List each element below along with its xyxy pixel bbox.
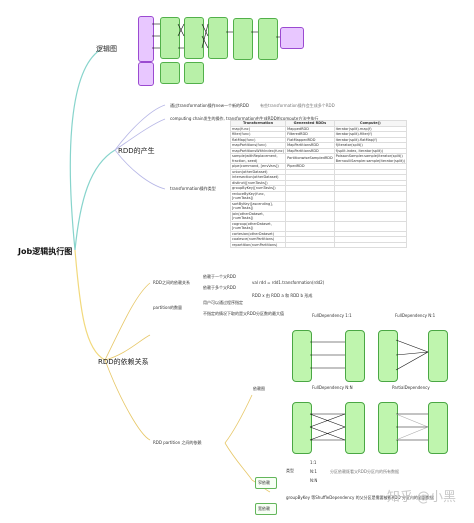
- green-rdd-col5: [258, 18, 278, 60]
- partition-note1: 用户可以通过程序指定: [203, 300, 243, 305]
- dep-code2: RDD x 由 RDD a 和 RDD b 形成: [252, 293, 313, 298]
- partial-dep: PartialDependency: [392, 385, 430, 390]
- full-dep-1-1: FullDependency 1:1: [312, 313, 352, 318]
- dep4-rdd-x: [428, 402, 448, 454]
- note-pale: 分区依赖既看父RDD分区内的所有数据: [330, 469, 399, 474]
- result-box: [280, 27, 304, 49]
- branch-logic-graph: 逻辑图: [96, 45, 117, 53]
- rdd-gen-bullet3: transformation操作类型: [170, 186, 216, 191]
- dep3-rdd-x: [345, 402, 365, 454]
- narrow-type-1: 1:1: [310, 460, 317, 465]
- branch-rdd-dependency: RDD的依赖关系: [98, 358, 149, 366]
- table-cell: cogroup(otherDataset, [numTasks]): [229, 220, 287, 232]
- partition-dep-label: RDD partition 之间的依赖: [153, 440, 202, 445]
- purple-rdd-top: [138, 16, 154, 62]
- watermark: 知乎 @小黑: [386, 490, 456, 505]
- green-rdd-col1: [160, 17, 180, 59]
- green-rdd-col2-bottom: [184, 62, 204, 84]
- table-cell: [333, 220, 408, 232]
- table-row: sample(withReplacement, fraction, seed) P…: [229, 153, 408, 164]
- partition-count-label: partition的数量: [153, 305, 182, 310]
- header-compute: Compute(): [333, 120, 408, 127]
- green-rdd-col4: [233, 18, 253, 60]
- rdd-gen-bullet1: 通过transformation操作new一个新的RDD: [170, 103, 249, 108]
- branch-rdd-generation: RDD的产生: [118, 147, 155, 155]
- dep-intro: RDD之间的依赖关系: [153, 280, 190, 285]
- logic-diagram: [130, 12, 310, 92]
- root-title: Job逻辑执行图: [18, 247, 73, 256]
- dep-graph-label: 依赖图: [253, 386, 265, 391]
- dep-code1: val rdd = rdd1.transformation(rdd2): [252, 280, 325, 285]
- dep2-rdd-a: [378, 330, 398, 382]
- dep4-rdd-a: [378, 402, 398, 454]
- header-transformation: Transformation: [229, 120, 287, 127]
- green-rdd-col3: [208, 17, 228, 59]
- dep2-rdd-x: [428, 330, 448, 382]
- wide-dep-tag: 宽依赖: [255, 503, 277, 515]
- table-cell: PoissonSampler.sample(iterator(split)) B…: [333, 153, 408, 164]
- wide-dep-label: 宽依赖: [258, 506, 270, 511]
- narrow-type-2: N:1: [310, 469, 317, 474]
- narrow-dep-label: 窄依赖: [258, 480, 270, 485]
- rdd-gen-bullet1-note: 有些transformation操作会生成多个RDD: [260, 103, 335, 108]
- shuffle-note: groupByKey 等ShuffleDependency 的父分区是需要被新R…: [286, 495, 434, 500]
- narrow-type-3: N:N: [310, 478, 318, 483]
- table-cell: [333, 241, 408, 248]
- purple-rdd-bottom: [138, 62, 154, 86]
- table-row: repartition(numPartitions): [229, 241, 408, 248]
- table-header-row: Transformation Generated RDDs Compute(): [229, 120, 408, 127]
- table-cell: sample(withReplacement, fraction, seed): [229, 153, 287, 164]
- narrow-dep-tag: 窄依赖: [255, 477, 277, 489]
- type-label: 类型: [286, 468, 294, 473]
- table-cell: repartition(numPartitions): [229, 241, 287, 248]
- dep-item2: 依赖于多个父RDD: [203, 285, 236, 290]
- dep1-rdd-x: [345, 330, 365, 382]
- rdd-gen-bullet2: computing chain发生的操作, transformation由生成R…: [170, 116, 319, 121]
- full-dep-n-n: FullDependency N:N: [312, 385, 353, 390]
- partition-note2: 不指定的情况下取的是父RDD分区数的最大值: [203, 311, 284, 316]
- full-dep-n-1: FullDependency N:1: [395, 313, 436, 318]
- transformation-table: Transformation Generated RDDs Compute() …: [229, 120, 408, 248]
- logic-diagram-edges: [152, 23, 280, 49]
- green-rdd-col2: [184, 17, 204, 59]
- green-rdd-col1-bottom: [160, 62, 180, 84]
- dep-item1: 依赖于一个父RDD: [203, 274, 236, 279]
- dep3-rdd-a: [292, 402, 312, 454]
- table-row: cogroup(otherDataset, [numTasks]): [229, 220, 408, 232]
- dep1-rdd-a: [292, 330, 312, 382]
